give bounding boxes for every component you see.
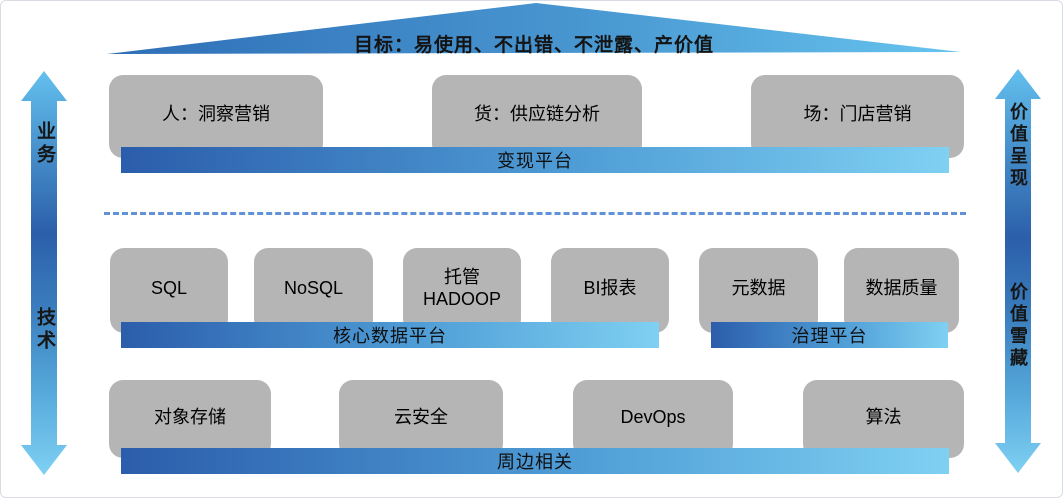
box-bi-report: BI报表 [551, 248, 669, 333]
box-cloud-security: 云安全 [339, 380, 503, 458]
bar-monetization-platform: 变现平台 [121, 147, 949, 173]
right-axis-top-label: 价值呈现 [1008, 102, 1028, 190]
box-people-insight-marketing: 人：洞察营销 [109, 75, 323, 158]
bar-core-data-platform: 核心数据平台 [121, 322, 659, 348]
right-double-arrow-icon [995, 69, 1041, 473]
box-managed-hadoop: 托管 HADOOP [403, 248, 521, 333]
box-data-quality: 数据质量 [844, 248, 959, 333]
dashed-divider [104, 212, 966, 215]
box-nosql: NoSQL [254, 248, 373, 333]
bar-governance-platform: 治理平台 [711, 322, 948, 348]
goal-label: 目标：易使用、不出错、不泄露、产价值 [353, 35, 714, 56]
box-goods-supply-chain: 货：供应链分析 [432, 75, 642, 158]
right-axis-bottom-label: 价值雪藏 [1008, 282, 1028, 370]
box-object-storage: 对象存储 [109, 380, 271, 458]
box-sql: SQL [110, 248, 228, 333]
left-axis-bottom-label: 技术 [34, 307, 55, 353]
left-axis-top-label: 业务 [34, 121, 55, 167]
box-algorithm: 算法 [803, 380, 964, 458]
left-double-arrow-icon [21, 71, 67, 475]
box-place-store-marketing: 场：门店营销 [751, 75, 964, 158]
box-devops: DevOps [573, 380, 733, 458]
box-metadata: 元数据 [699, 248, 818, 333]
roof-triangle [107, 3, 961, 54]
bar-peripheral: 周边相关 [121, 448, 949, 474]
